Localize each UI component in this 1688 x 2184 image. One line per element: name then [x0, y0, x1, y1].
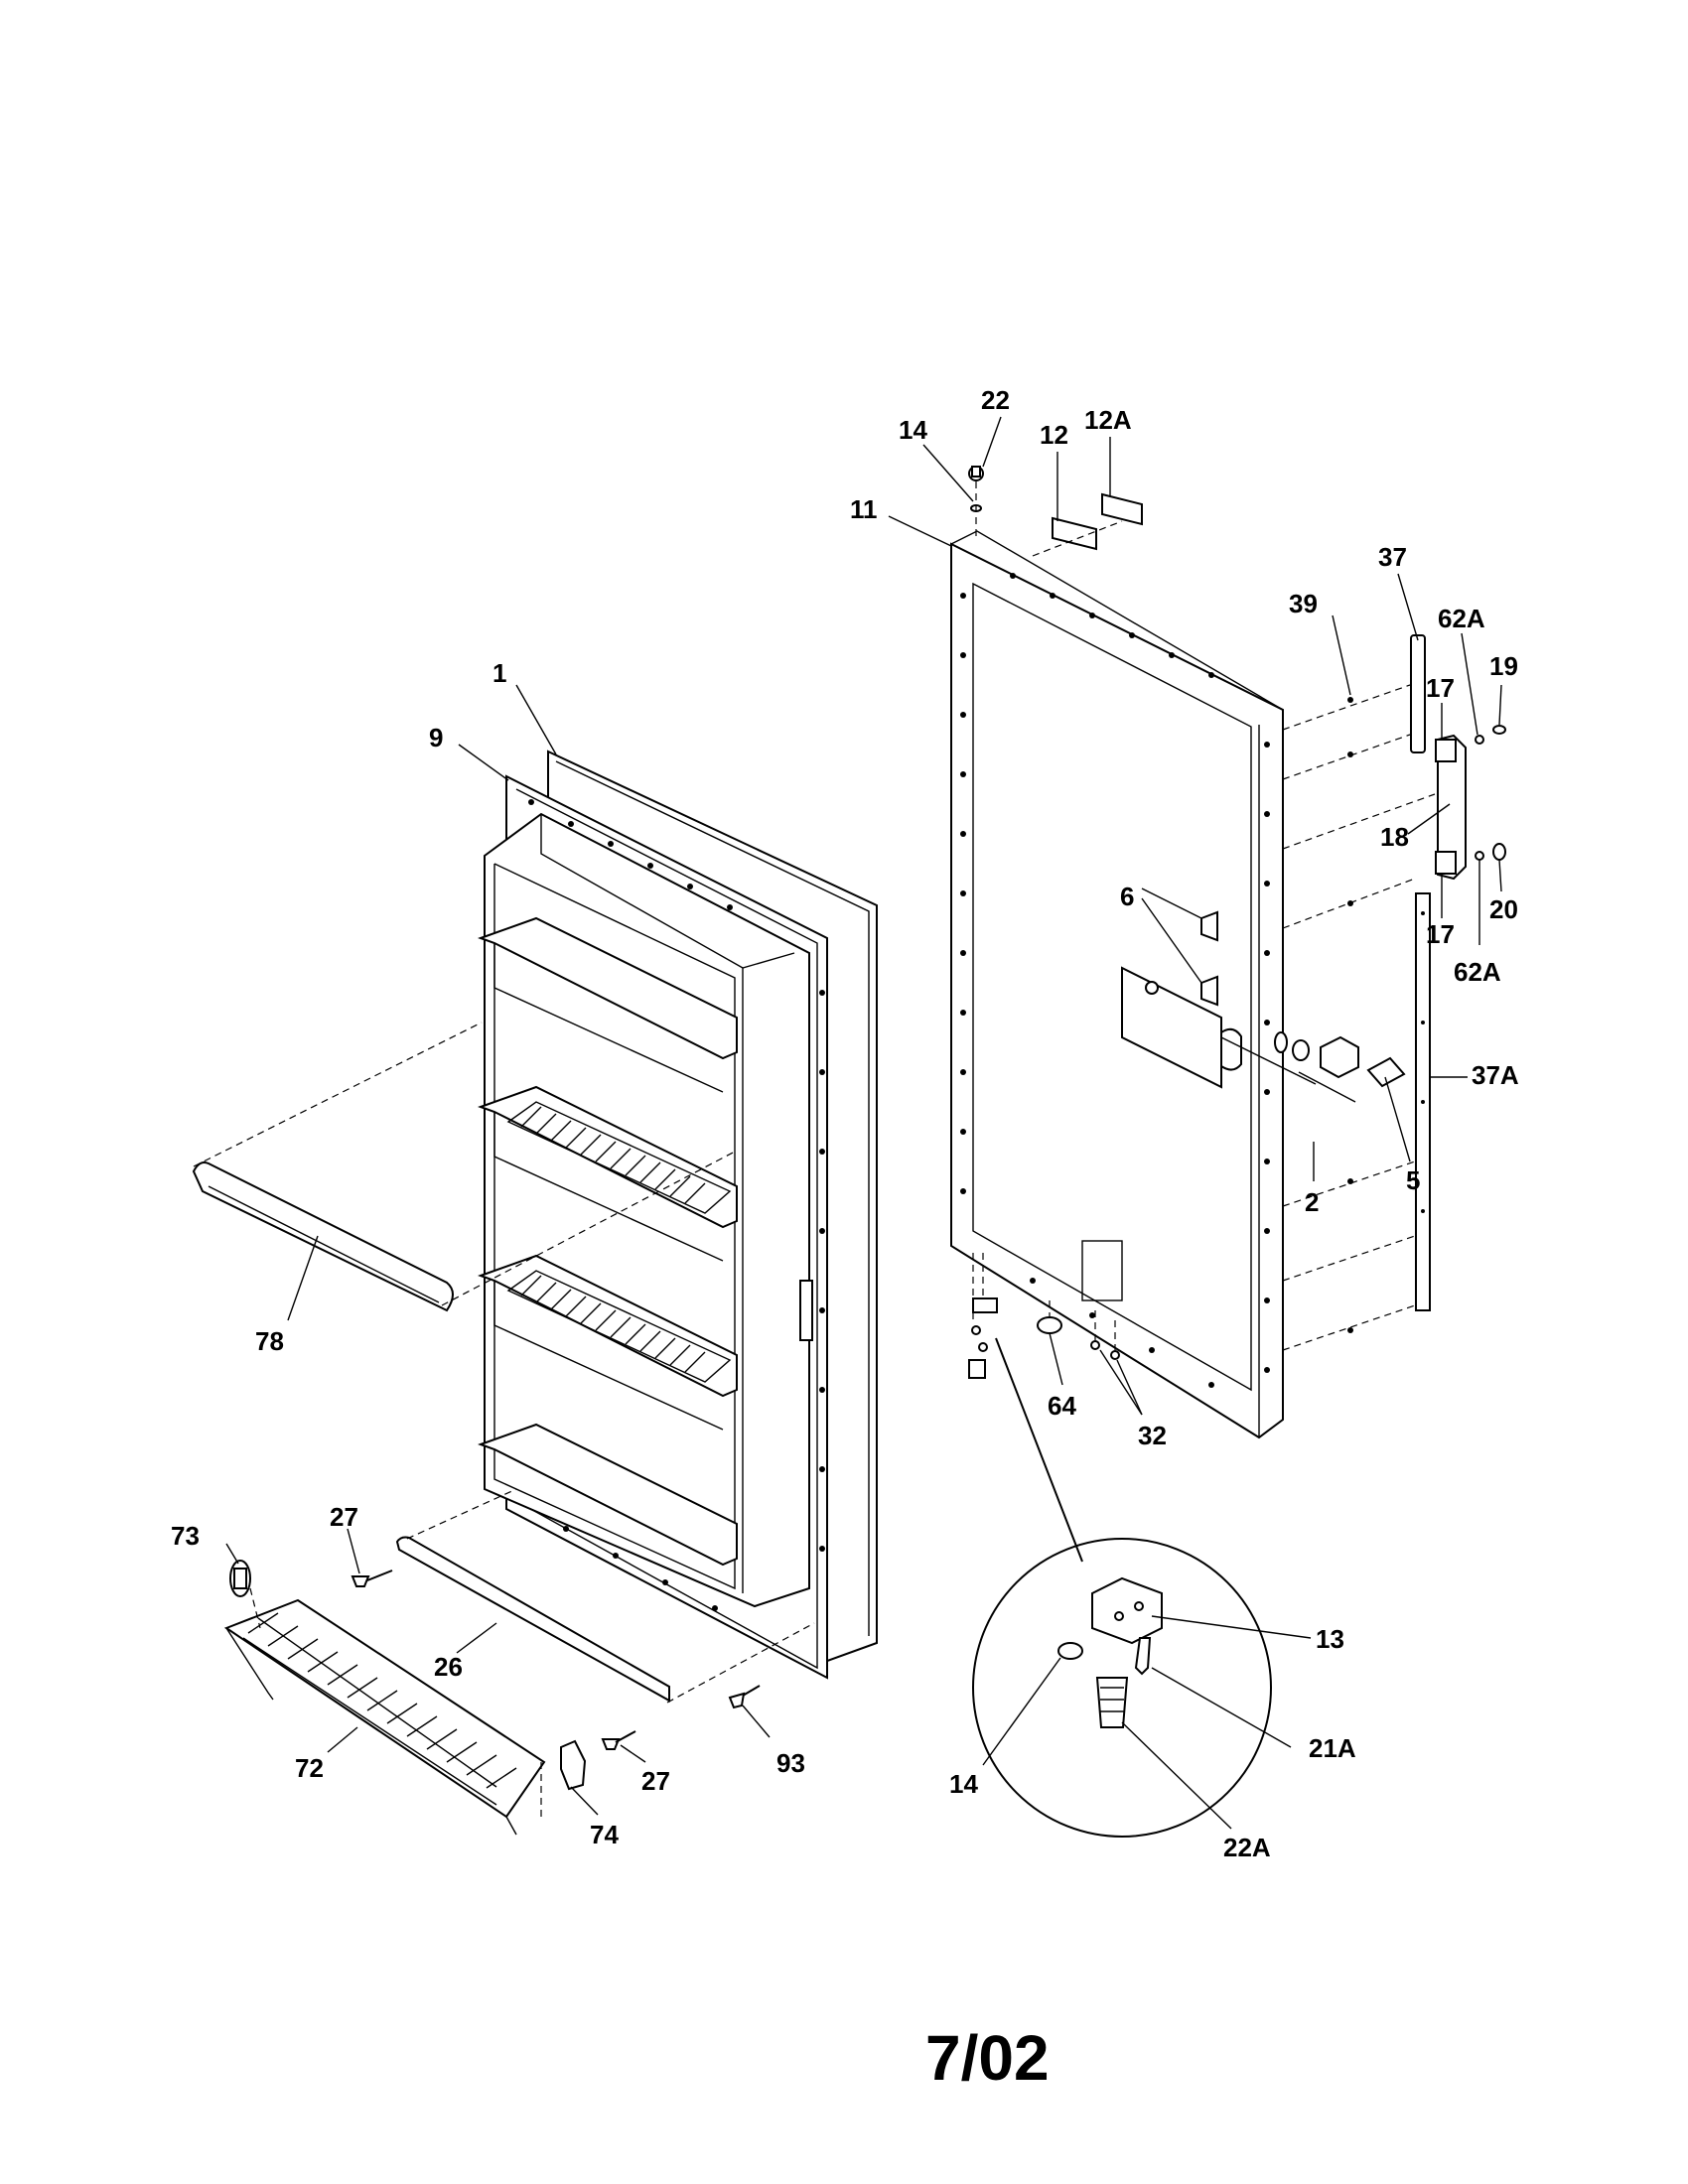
callout-73: 73 — [171, 1521, 200, 1551]
handle-mount-lines — [1282, 684, 1436, 1351]
callout-11: 11 — [850, 494, 878, 524]
door-liner-assembly — [478, 750, 878, 1680]
callout-labels: 1 9 11 12 12A 14 22 37 39 62A 19 17 18 2… — [171, 385, 1519, 1862]
callout-72: 72 — [295, 1753, 324, 1783]
callout-78: 78 — [255, 1326, 284, 1356]
bottom-hinge-parts — [968, 1253, 1120, 1379]
callout-19: 19 — [1489, 651, 1518, 681]
callout-22a: 22A — [1223, 1833, 1271, 1862]
callout-9: 9 — [429, 723, 443, 752]
callout-27-top: 27 — [330, 1502, 358, 1532]
callout-22: 22 — [981, 385, 1010, 415]
shelf-grille-upper — [506, 1101, 732, 1214]
callout-12: 12 — [1040, 420, 1068, 450]
callout-37: 37 — [1378, 542, 1407, 572]
callout-18: 18 — [1380, 822, 1409, 852]
callout-14-detail: 14 — [949, 1769, 978, 1799]
callout-13: 13 — [1316, 1624, 1344, 1654]
panel-screw-holes — [960, 573, 1270, 1388]
door-shelf-rails — [478, 916, 738, 1567]
door-shelf-bar — [192, 1022, 736, 1312]
callout-62a-top: 62A — [1438, 604, 1485, 633]
callout-17-bottom: 17 — [1426, 919, 1455, 949]
callout-21a: 21A — [1309, 1733, 1356, 1763]
frame-screw-holes — [528, 799, 825, 1611]
kick-plate-grille — [223, 1560, 587, 1836]
hinge-detail-circle — [972, 1337, 1272, 1838]
callout-27-bottom: 27 — [641, 1766, 670, 1796]
callout-32: 32 — [1138, 1421, 1167, 1450]
callout-14-top: 14 — [899, 415, 927, 445]
callout-5: 5 — [1406, 1165, 1420, 1195]
callout-20: 20 — [1489, 894, 1518, 924]
callout-2: 2 — [1305, 1187, 1319, 1217]
outer-door-panel — [950, 530, 1284, 1439]
callout-93: 93 — [776, 1748, 805, 1778]
callout-26: 26 — [434, 1652, 463, 1682]
shelf-grille-lower — [506, 1270, 732, 1383]
callout-64: 64 — [1048, 1391, 1076, 1421]
callout-39: 39 — [1289, 589, 1318, 618]
callout-17-top: 17 — [1426, 673, 1455, 703]
page-footer-date: 7/02 — [925, 2022, 1050, 2094]
callout-37a: 37A — [1472, 1060, 1519, 1090]
top-plug-parts — [968, 466, 984, 536]
door-labels — [1032, 492, 1143, 557]
callout-1: 1 — [492, 658, 506, 688]
hinge-and-lock-parts — [1121, 910, 1406, 1103]
handle-assembly — [1410, 634, 1506, 1311]
callout-74: 74 — [590, 1820, 619, 1849]
callout-6: 6 — [1120, 882, 1134, 911]
callout-62a-bottom: 62A — [1454, 957, 1501, 987]
bottom-rail — [351, 1488, 815, 1750]
callout-12a: 12A — [1084, 405, 1132, 435]
leader-lines — [225, 416, 1502, 1830]
